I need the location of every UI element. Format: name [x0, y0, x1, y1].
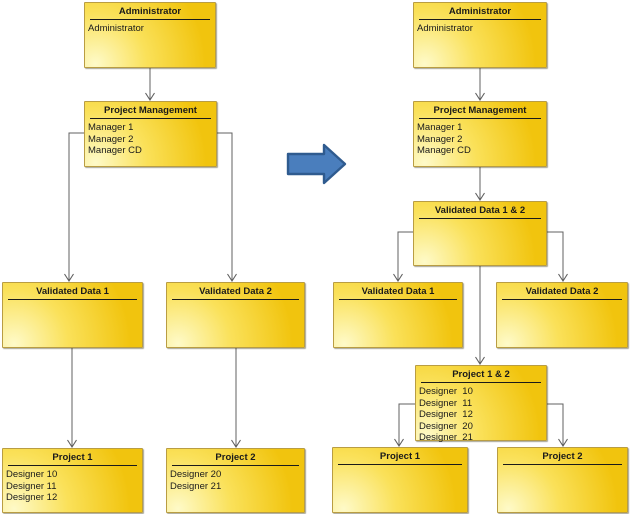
- member-label: Designer 12: [419, 409, 473, 420]
- title-underline: [90, 118, 211, 119]
- member-label: Designer 20: [170, 469, 222, 480]
- node-right-validated-data-1: Validated Data 1: [333, 282, 463, 348]
- node-left-administrator: Administrator Administrator: [84, 2, 216, 68]
- node-title: Project 1: [379, 451, 421, 462]
- member-label: Manager CD: [417, 145, 471, 156]
- connector-right-vd12-to-vd1: [393, 231, 413, 283]
- title-underline: [90, 19, 210, 20]
- node-body: [497, 300, 627, 303]
- member-label: Manager CD: [88, 145, 142, 156]
- connector-left-pm-to-vd1: [64, 132, 84, 283]
- node-right-administrator: Administrator Administrator: [413, 2, 547, 68]
- node-right-validated-data-2: Validated Data 2: [496, 282, 628, 348]
- title-underline: [339, 299, 457, 300]
- title-underline: [172, 299, 299, 300]
- title-underline: [419, 218, 541, 219]
- node-left-validated-data-2: Validated Data 2: [166, 282, 305, 348]
- node-title: Administrator: [448, 6, 512, 17]
- member-label: Designer 20: [419, 420, 473, 432]
- member-label: Designer 11: [6, 480, 57, 492]
- member-label: Designer 12: [6, 492, 58, 503]
- member-label: Designer 21: [170, 480, 222, 492]
- right-block-arrow-icon: [286, 143, 347, 185]
- node-title: Project 1 & 2: [452, 369, 510, 380]
- node-body: Manager 1 Manager 2 Manager CD: [85, 119, 216, 157]
- member-label: Designer 11: [419, 397, 473, 409]
- node-body: [167, 300, 304, 303]
- node-body: [498, 465, 627, 468]
- member-label: Manager 2: [417, 133, 463, 145]
- title-underline: [502, 299, 622, 300]
- node-body: Designer 10 Designer 11 Designer 12: [3, 466, 142, 504]
- node-title: Project 2: [215, 452, 256, 463]
- node-body: Designer 20 Designer 21: [167, 466, 304, 492]
- node-title: Validated Data 1: [36, 286, 109, 297]
- node-right-project-2: Project 2: [497, 447, 628, 513]
- node-body: [334, 300, 462, 303]
- node-left-project-1: Project 1 Designer 10 Designer 11 Design…: [2, 448, 143, 513]
- node-left-validated-data-1: Validated Data 1: [2, 282, 143, 348]
- node-body: [3, 300, 142, 303]
- member-label: Administrator: [88, 23, 144, 34]
- member-label: Administrator: [417, 23, 473, 34]
- node-body: Designer 10 Designer 11 Designer 12 Desi…: [416, 383, 546, 444]
- node-left-project-2: Project 2 Designer 20 Designer 21: [166, 448, 305, 513]
- node-title: Project 1: [52, 452, 93, 463]
- member-label: Designer 10: [419, 386, 473, 397]
- node-title: Validated Data 2: [525, 286, 599, 297]
- member-label: Designer 21: [419, 432, 473, 443]
- node-title: Project Management: [433, 105, 527, 116]
- node-body: [333, 465, 467, 468]
- node-right-validated-data-1-2: Validated Data 1 & 2: [413, 201, 547, 266]
- connector-right-vd12-to-vd2: [547, 231, 568, 283]
- title-underline: [419, 118, 541, 119]
- title-underline: [8, 465, 137, 466]
- node-right-project-1-2: Project 1 & 2 Designer 10 Designer 11 De…: [415, 365, 547, 444]
- member-label: Designer 10: [6, 469, 58, 480]
- node-body: [414, 219, 546, 222]
- node-title: Project Management: [104, 105, 197, 116]
- node-right-project-management: Project Management Manager 1 Manager 2 M…: [413, 101, 547, 167]
- title-underline: [8, 299, 137, 300]
- node-title: Validated Data 1: [361, 286, 435, 297]
- member-label: Manager 1: [88, 122, 134, 133]
- title-underline: [503, 464, 622, 465]
- title-underline: [419, 19, 541, 20]
- connector-right-p12-to-p2: [547, 403, 568, 448]
- member-label: Manager 1: [417, 122, 463, 133]
- node-right-project-1: Project 1: [332, 447, 468, 513]
- title-underline: [338, 464, 462, 465]
- title-underline: [172, 465, 299, 466]
- node-body: Administrator: [414, 20, 546, 35]
- title-underline: [421, 382, 541, 383]
- connector-left-pm-to-vd2: [217, 132, 237, 283]
- node-body: Manager 1 Manager 2 Manager CD: [414, 119, 546, 157]
- member-label: Manager 2: [88, 133, 134, 145]
- node-left-project-management: Project Management Manager 1 Manager 2 M…: [84, 101, 217, 167]
- node-body: Administrator: [85, 20, 215, 35]
- connector-right-p12-to-p1: [394, 403, 415, 448]
- node-title: Administrator: [118, 6, 182, 17]
- node-title: Validated Data 2: [199, 286, 272, 297]
- node-title: Validated Data 1 & 2: [434, 205, 526, 216]
- node-title: Project 2: [542, 451, 583, 462]
